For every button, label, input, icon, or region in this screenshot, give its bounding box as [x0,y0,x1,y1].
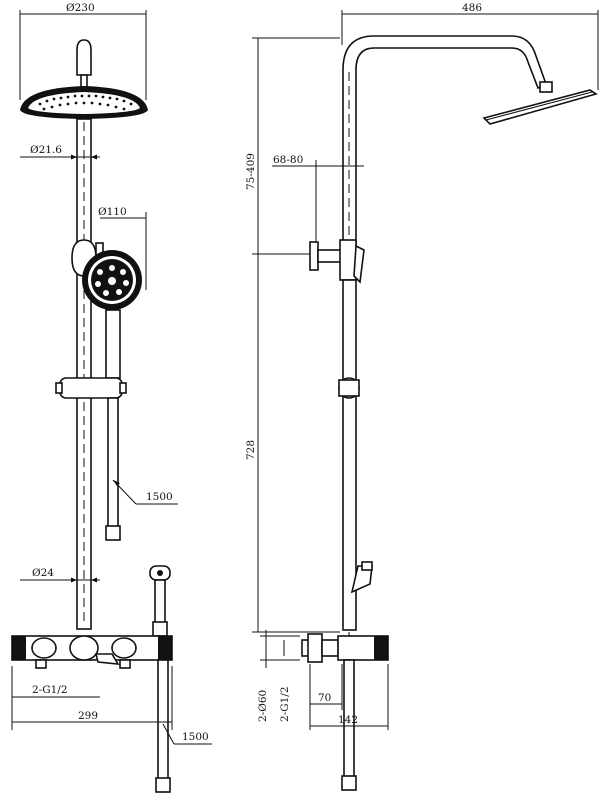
dim-wall-offset: 68-80 [273,154,303,166]
hose-lower [157,659,169,781]
dim-inlet-thread-left: 2-G1/2 [32,684,68,696]
overhead-arm [342,35,547,251]
shower-head-side [482,81,598,125]
shower-head [20,74,148,119]
dim-overall-width: 299 [78,710,98,722]
dim-adjustable-height: 75-409 [245,153,257,190]
dim-projection: 70 [318,692,331,704]
dim-handshower-diameter: Ø110 [98,206,127,218]
hand-shower [71,239,142,379]
mixer-side [301,633,389,663]
riser-top [76,39,92,76]
side-view: 486 75-409 68-80 [245,2,599,791]
dim-tube-diameter: Ø24 [32,567,54,579]
wall-bracket-upper [309,239,365,284]
dim-head-diameter: Ø230 [66,2,95,14]
dim-hose-upper: 1500 [146,491,173,503]
dim-rail-height: 728 [245,440,257,460]
slider-bracket [55,377,127,399]
hose-upper [107,397,119,529]
dim-arm-length: 486 [462,2,482,14]
hand-spray [149,565,171,637]
dim-hose-lower: 1500 [182,731,209,743]
dim-inlet-diameter: 2-Ø60 [257,690,269,722]
dim-pipe-diameter: Ø21.6 [30,144,62,156]
dim-inlet-thread-side: 2-G1/2 [279,686,291,722]
hand-spray-side [350,561,373,594]
mixer-bar [11,635,173,669]
dim-depth: 142 [338,714,358,726]
front-view: Ø230 Ø21.6 [11,2,212,793]
rail [342,279,357,631]
